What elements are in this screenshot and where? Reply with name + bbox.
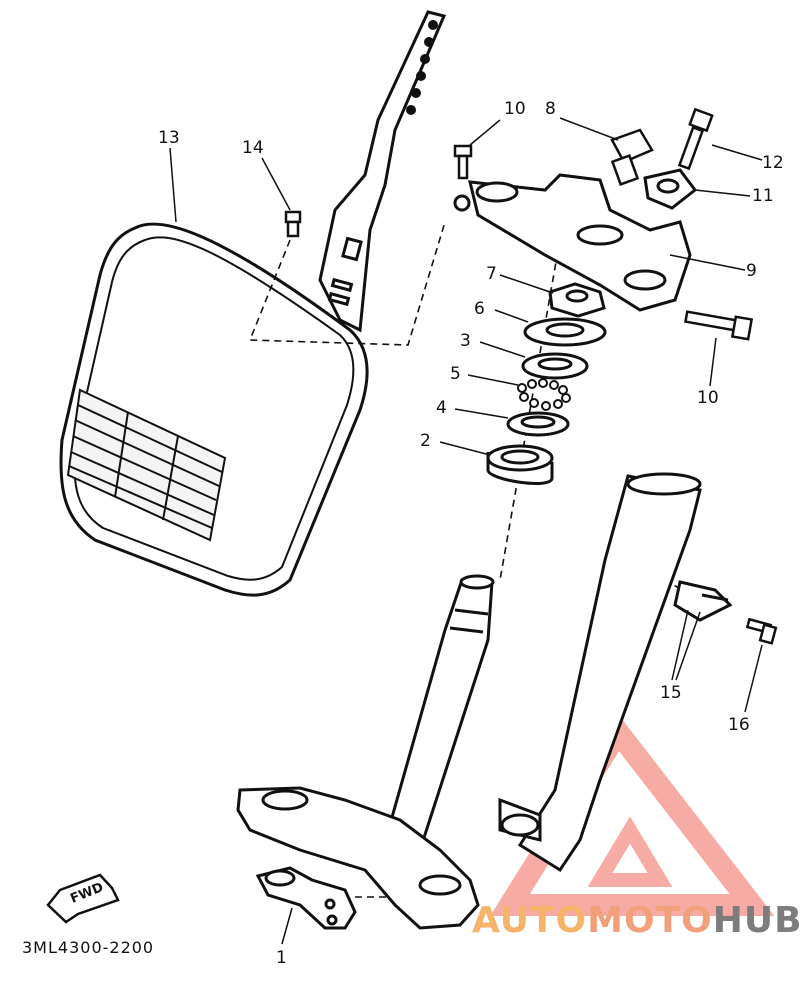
bolt-12 <box>677 107 714 171</box>
race-4 <box>506 411 570 437</box>
callout-13: 13 <box>158 128 180 148</box>
ball-bearings-5 <box>517 378 571 411</box>
callout-7: 7 <box>486 264 497 284</box>
washer-6 <box>523 317 607 347</box>
bracket-1 <box>255 866 357 930</box>
bolt-10-top <box>453 144 473 180</box>
callout-14: 14 <box>242 138 264 158</box>
callout-9: 9 <box>746 261 757 281</box>
callout-8: 8 <box>545 99 556 119</box>
steering-stem <box>383 574 495 852</box>
callout-4: 4 <box>436 398 447 418</box>
race-3 <box>521 352 589 380</box>
leader-lines <box>169 117 763 945</box>
clamp-11 <box>643 168 698 210</box>
upper-bracket <box>453 173 692 312</box>
part-code: 3ML4300-2200 <box>22 938 155 957</box>
callout-12: 12 <box>762 153 784 173</box>
bolt-14 <box>284 210 302 238</box>
callout-11: 11 <box>752 186 774 206</box>
callout-16: 16 <box>728 715 750 735</box>
bolt-16 <box>745 617 778 645</box>
nut-7 <box>548 282 606 318</box>
watermark-part1: AUTO <box>472 900 588 941</box>
callout-6: 6 <box>474 299 485 319</box>
watermark-part3: HUB <box>712 900 800 941</box>
callout-5: 5 <box>450 364 461 384</box>
callout-15: 15 <box>660 683 682 703</box>
callout-3: 3 <box>460 331 471 351</box>
callout-10-top: 10 <box>504 99 526 119</box>
watermark-brand: AUTOMOTOHUB <box>472 900 800 941</box>
number-plate <box>59 222 369 597</box>
plate-strap <box>318 10 447 333</box>
bearing-2 <box>486 444 554 485</box>
callout-10-right: 10 <box>697 388 719 408</box>
fork-tube <box>498 472 702 873</box>
watermark-part2: MOTO <box>587 900 713 941</box>
bolt-10-right <box>684 310 754 341</box>
lower-bracket <box>236 786 480 930</box>
callout-2: 2 <box>420 431 431 451</box>
hose-clip-15 <box>673 580 733 622</box>
bolt-8 <box>610 128 654 186</box>
fwd-arrow-icon <box>46 873 120 924</box>
callout-1: 1 <box>276 948 287 968</box>
